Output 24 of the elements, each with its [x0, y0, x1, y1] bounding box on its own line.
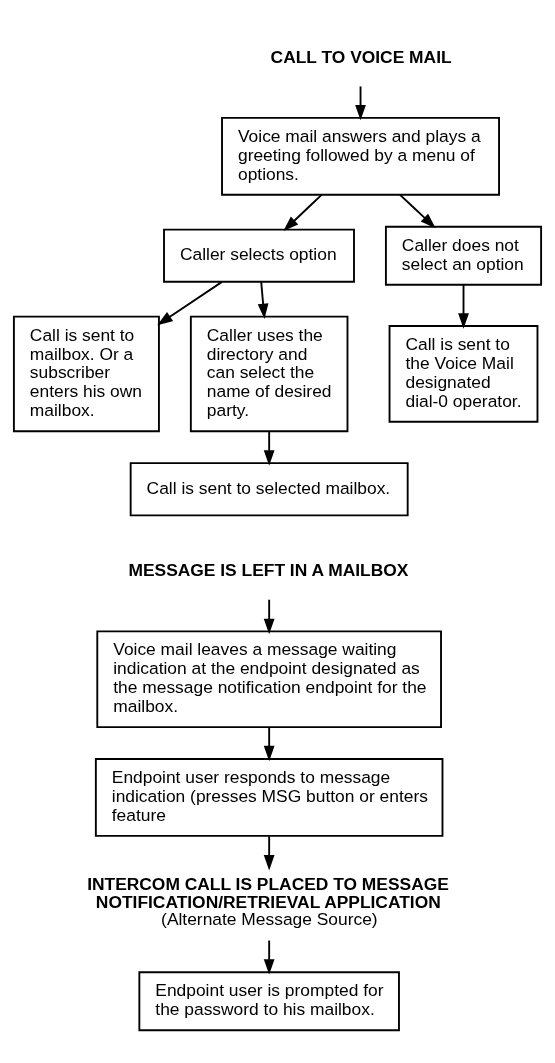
node-text: MESSAGE IS LEFT IN A MAILBOX [128, 559, 409, 580]
node-box: Caller uses the directory and can select the name of desired party. [189, 315, 349, 432]
node-box: Endpoint user is prompted for the password to his mailbox. [138, 970, 400, 1031]
arrow [263, 834, 275, 870]
node-box: Endpoint user responds to message indication (presses MSG button or enters feature [94, 757, 444, 837]
arrow [263, 598, 275, 634]
arrow [157, 280, 223, 325]
arrow [263, 939, 275, 975]
node-box: Caller does not select an option [384, 225, 543, 286]
arrow [257, 280, 269, 319]
arrow [458, 283, 469, 329]
arrow [283, 193, 323, 231]
arrow [399, 193, 436, 228]
node-box: Voice mail answers and plays a greeting followed by a menu of options. [221, 116, 500, 196]
node-box: Call is sent to the Voice Mail designated dial-0 operator. [388, 324, 539, 423]
arrow [263, 430, 275, 466]
node-text: INTERCOM CALL IS PLACED TO MESSAGE NOTIFICATION/RETRIEVAL APPLICATION (Alternate Message Source) [87, 873, 449, 929]
node-box: Caller selects option [163, 228, 355, 283]
node-box: Call is sent to mailbox. Or a subscriber enters his own mailbox. [12, 315, 160, 432]
arrow [263, 726, 275, 761]
arrow [355, 84, 366, 120]
node-text: CALL TO VOICE MAIL [270, 46, 452, 67]
node-box: Call is sent to selected mailbox. [129, 461, 409, 516]
node-box: Voice mail leaves a message waiting indication at the endpoint designated as the message notification endpoint for the mailbox. [96, 629, 442, 728]
